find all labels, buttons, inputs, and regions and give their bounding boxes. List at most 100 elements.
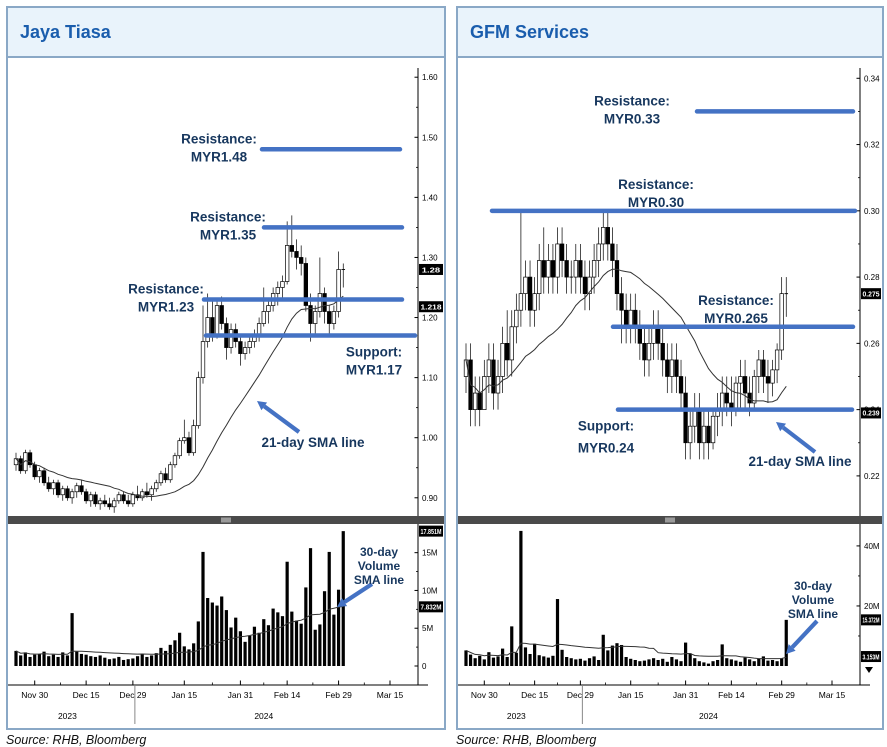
svg-text:1.60: 1.60 [422, 73, 438, 82]
svg-text:Feb 29: Feb 29 [325, 690, 352, 700]
jaya-tiasa-candlestick-volume-chart: 1.601.501.401.301.201.101.000.901.281.21… [8, 68, 444, 724]
svg-text:15.372M: 15.372M [863, 616, 880, 625]
svg-text:Nov 30: Nov 30 [21, 690, 48, 700]
panel-title-gfm-services: GFM Services [456, 6, 884, 58]
svg-text:15M: 15M [422, 549, 438, 558]
svg-text:0.275: 0.275 [863, 289, 880, 298]
svg-text:Jan 15: Jan 15 [172, 690, 198, 700]
volume-value-labels: 15.372M 3.153M [861, 614, 881, 673]
svg-text:0.22: 0.22 [864, 472, 880, 481]
svg-text:Dec 29: Dec 29 [567, 690, 594, 700]
svg-text:17.851M: 17.851M [421, 527, 442, 536]
svg-text:Mar 15: Mar 15 [377, 690, 404, 700]
support-level: Support:MYR0.24 [578, 407, 855, 456]
svg-text:MYR1.48: MYR1.48 [191, 149, 248, 164]
svg-text:Feb 29: Feb 29 [768, 690, 795, 700]
svg-text:20M: 20M [864, 602, 880, 611]
svg-text:10M: 10M [422, 586, 438, 595]
price-sma-line [465, 268, 787, 403]
svg-text:Support:: Support: [578, 419, 634, 434]
support-level: Support: MYR1.17 [203, 333, 418, 378]
zero-marker-icon [865, 667, 873, 673]
volume-sma-line [465, 642, 787, 660]
gfm-services-candlestick-volume-chart: 0.340.320.300.280.260.240.220.2750.239Re… [458, 68, 882, 724]
resistance-level: Resistance: MYR1.23 [128, 282, 405, 315]
svg-text:Mar 15: Mar 15 [819, 690, 846, 700]
svg-text:MYR1.17: MYR1.17 [346, 363, 402, 378]
svg-text:Dec 29: Dec 29 [119, 690, 146, 700]
panel-gfm-services: GFM Services 0.340.320.300.280.260.240.2… [456, 6, 884, 747]
volume-bars [14, 531, 345, 666]
svg-text:MYR0.265: MYR0.265 [704, 311, 768, 326]
svg-text:Dec 15: Dec 15 [73, 690, 100, 700]
svg-text:MYR0.33: MYR0.33 [604, 111, 661, 126]
volume-sma-line [15, 605, 344, 655]
panel-separator [8, 516, 444, 524]
svg-text:1.20: 1.20 [422, 314, 438, 323]
svg-text:0.30: 0.30 [864, 207, 880, 216]
volume-axis: 20M 40M [856, 524, 880, 685]
svg-text:Feb 14: Feb 14 [274, 690, 301, 700]
volume-value-labels: 17.851M 7.832M [419, 525, 443, 613]
svg-text:1.50: 1.50 [422, 133, 438, 142]
svg-text:2023: 2023 [58, 711, 77, 721]
candlesticks [463, 210, 789, 460]
svg-text:1.28: 1.28 [422, 265, 440, 274]
svg-text:0.90: 0.90 [422, 494, 438, 503]
candlesticks [13, 215, 346, 513]
svg-text:0.28: 0.28 [864, 273, 880, 282]
svg-text:Jan 31: Jan 31 [673, 690, 699, 700]
svg-text:Resistance:: Resistance: [128, 282, 204, 297]
svg-text:Dec 15: Dec 15 [521, 690, 548, 700]
svg-text:2024: 2024 [254, 711, 273, 721]
svg-text:0: 0 [422, 662, 427, 671]
last-price-labels: 1.28 1.218 [419, 263, 443, 313]
svg-text:1.218: 1.218 [421, 303, 442, 312]
svg-text:MYR1.23: MYR1.23 [138, 300, 195, 315]
panel-title-jaya-tiasa: Jaya Tiasa [6, 6, 446, 58]
svg-text:Support:: Support: [346, 345, 402, 360]
svg-text:Resistance:: Resistance: [594, 93, 670, 108]
x-axis: Nov 30 Dec 15 Dec 29 Jan 15 Jan 31 Feb 14 Feb … [458, 680, 870, 724]
svg-text:30-day: 30-day [360, 545, 398, 559]
svg-text:2024: 2024 [699, 711, 718, 721]
svg-text:Feb 14: Feb 14 [718, 690, 745, 700]
svg-text:Resistance:: Resistance: [190, 209, 266, 224]
resistance-level: Resistance: MYR0.265 [610, 293, 856, 330]
svg-text:Resistance:: Resistance: [698, 293, 774, 308]
svg-text:Jan 15: Jan 15 [618, 690, 644, 700]
svg-text:Nov 30: Nov 30 [471, 690, 498, 700]
svg-text:1.10: 1.10 [422, 374, 438, 383]
svg-text:Resistance:: Resistance: [181, 131, 257, 146]
svg-text:3.153M: 3.153M [863, 652, 880, 661]
price-sma-line [15, 295, 344, 498]
svg-text:MYR0.30: MYR0.30 [628, 195, 684, 210]
svg-text:21-day SMA line: 21-day SMA line [261, 435, 365, 450]
svg-text:30-day: 30-day [794, 579, 832, 593]
svg-text:0.26: 0.26 [864, 339, 880, 348]
svg-text:7.832M: 7.832M [421, 603, 442, 612]
svg-text:0.239: 0.239 [863, 409, 880, 418]
resistance-level: Resistance:MYR0.30 [489, 177, 858, 214]
source-note: Source: RHB, Bloomberg [456, 733, 597, 747]
svg-text:1.30: 1.30 [422, 253, 438, 262]
volume-bars [464, 530, 788, 666]
svg-text:MYR1.35: MYR1.35 [200, 227, 257, 242]
svg-text:0.32: 0.32 [864, 141, 880, 150]
resistance-level: Resistance: MYR1.35 [190, 209, 405, 242]
source-note: Source: RHB, Bloomberg [6, 733, 147, 747]
svg-text:2023: 2023 [507, 711, 526, 721]
panel-separator [458, 516, 882, 524]
svg-text:40M: 40M [864, 542, 880, 551]
svg-text:SMA line: SMA line [788, 607, 839, 621]
svg-text:5M: 5M [422, 624, 433, 633]
last-price-labels: 0.275 0.239 [861, 288, 881, 419]
svg-text:0.34: 0.34 [864, 74, 880, 83]
svg-text:SMA line: SMA line [354, 573, 405, 587]
price-sma-annotation: 21-day SMA line [748, 422, 852, 469]
